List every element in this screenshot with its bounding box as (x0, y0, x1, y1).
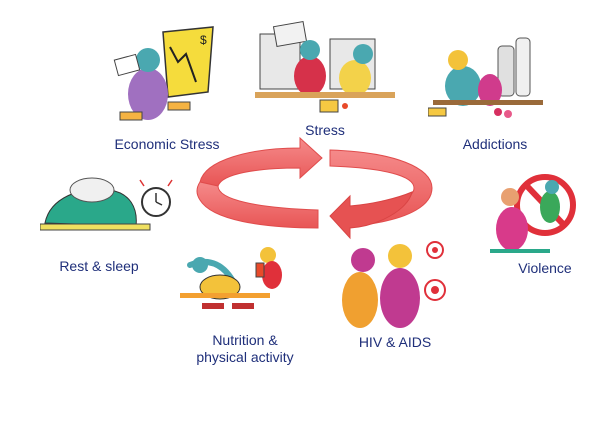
nutrition-illustration (180, 235, 300, 315)
violence-illustration (490, 165, 580, 255)
stress-illustration (255, 14, 395, 120)
cycle-arrow-top (199, 136, 323, 187)
label-violence: Violence (518, 260, 572, 276)
hiv-aids-illustration (335, 230, 455, 330)
rest-sleep-illustration (40, 168, 180, 238)
label-hiv-aids: HIV & AIDS (358, 334, 432, 350)
addictions-illustration (428, 28, 548, 128)
label-nutrition: Nutrition & physical activity (196, 332, 294, 365)
cycle-ring-left (196, 181, 319, 229)
economic-stress-illustration: $ (108, 22, 218, 132)
label-stress: Stress (305, 122, 345, 138)
label-economic-stress: Economic Stress (114, 136, 220, 152)
label-addictions: Addictions (462, 136, 528, 152)
label-rest-sleep: Rest & sleep (59, 258, 139, 274)
svg-text:$: $ (200, 33, 207, 47)
